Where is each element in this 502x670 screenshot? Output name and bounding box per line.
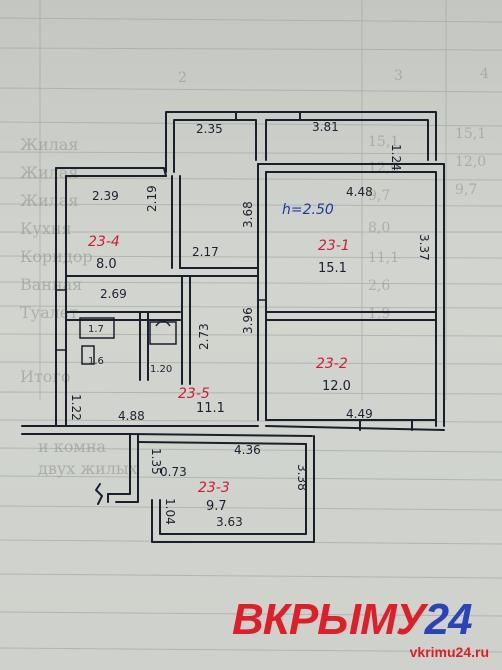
dim-label: 3.81	[312, 120, 339, 134]
dim-label: 2.35	[196, 122, 223, 136]
dim-label: 0.73	[160, 465, 187, 479]
dim-label: 1.04	[163, 498, 177, 525]
right-value: 9,7	[455, 182, 477, 198]
room-id: 23-5	[178, 386, 210, 402]
dimension-labels: 2.35 3.81 1.24 2.39 2.19 2.17 4.48 3.37 …	[69, 120, 431, 529]
row-label: Итого	[20, 367, 70, 386]
watermark-brand: ВКРЫМУ24	[232, 595, 473, 644]
room-area: 9.7	[206, 499, 227, 514]
dim-label: 4.48	[346, 185, 373, 199]
dim-label: 4.36	[234, 443, 261, 457]
dim-label: 4.49	[346, 407, 373, 421]
ceiling-height: h=2.50	[282, 202, 334, 218]
col-value: 11,1	[368, 250, 399, 266]
row-label: Туалет	[20, 303, 78, 322]
room-id: 23-3	[198, 480, 230, 496]
dim-label: 4.88	[118, 409, 145, 423]
row-label: Жилая	[20, 191, 78, 210]
dim-label: 1.22	[69, 394, 83, 421]
col-value: 1,9	[368, 306, 390, 322]
fixture-label: 1.7	[88, 324, 104, 335]
vkrimu24-watermark: ВКРЫМУ24 vkrimu24.ru	[232, 596, 497, 666]
col-value: 15,1	[368, 134, 399, 150]
dim-label: 2.69	[100, 287, 127, 301]
watermark-domain: vkrimu24.ru	[409, 644, 489, 660]
row-label: Жилая	[20, 135, 78, 154]
col-value: 9,7	[368, 188, 390, 204]
plan-walls	[21, 111, 445, 543]
room-area: 8.0	[96, 257, 117, 272]
row-label: Жилая	[20, 163, 78, 182]
col-header: 3	[394, 68, 403, 84]
dim-label: 1.20	[150, 364, 172, 375]
dim-label: 1.6	[88, 356, 104, 367]
room-id: 23-1	[318, 238, 350, 254]
dim-label: 3.37	[417, 234, 431, 261]
row-label: Кухня	[20, 219, 72, 238]
room-area: 11.1	[196, 401, 225, 416]
col-header: 4	[480, 66, 489, 82]
room-id: 23-4	[88, 234, 120, 250]
room-id: 23-2	[316, 356, 348, 372]
col-header: 2	[178, 70, 187, 86]
dim-label: 3.63	[216, 515, 243, 529]
dim-label: 1.24	[389, 144, 403, 171]
sheet-text: 2 3 4 Жилая Жилая Жилая Кухня Коридор Ва…	[20, 66, 489, 478]
rule-lines	[0, 0, 502, 653]
footer-text: двух жилых	[38, 459, 138, 478]
fixtures	[56, 289, 266, 365]
toilet-fixture	[149, 321, 177, 345]
row-label: Ванная	[20, 275, 82, 294]
dim-label: 2.39	[92, 189, 119, 203]
dim-label: 1.35	[149, 448, 163, 475]
right-value: 15,1	[455, 126, 486, 142]
dim-label: 3.38	[295, 464, 309, 491]
right-value: 12,0	[455, 154, 486, 170]
dim-label: 2.73	[197, 323, 211, 350]
bathtub-fixture	[79, 317, 115, 339]
dim-label: 2.19	[145, 185, 159, 212]
col-value: 2,6	[368, 278, 390, 294]
footer-text: и комна	[38, 437, 106, 456]
dim-label: 3.68	[241, 201, 255, 228]
room-area: 12.0	[322, 379, 351, 394]
outer-wall-right	[257, 163, 445, 427]
dim-label: 2.17	[192, 245, 219, 259]
dim-label: 3.96	[241, 307, 255, 334]
room-labels: h=2.50 23-1 15.1 23-2 12.0 23-3 9.7 23-4…	[88, 202, 351, 514]
col-value: 8,0	[368, 220, 390, 236]
room-area: 15.1	[318, 261, 347, 276]
